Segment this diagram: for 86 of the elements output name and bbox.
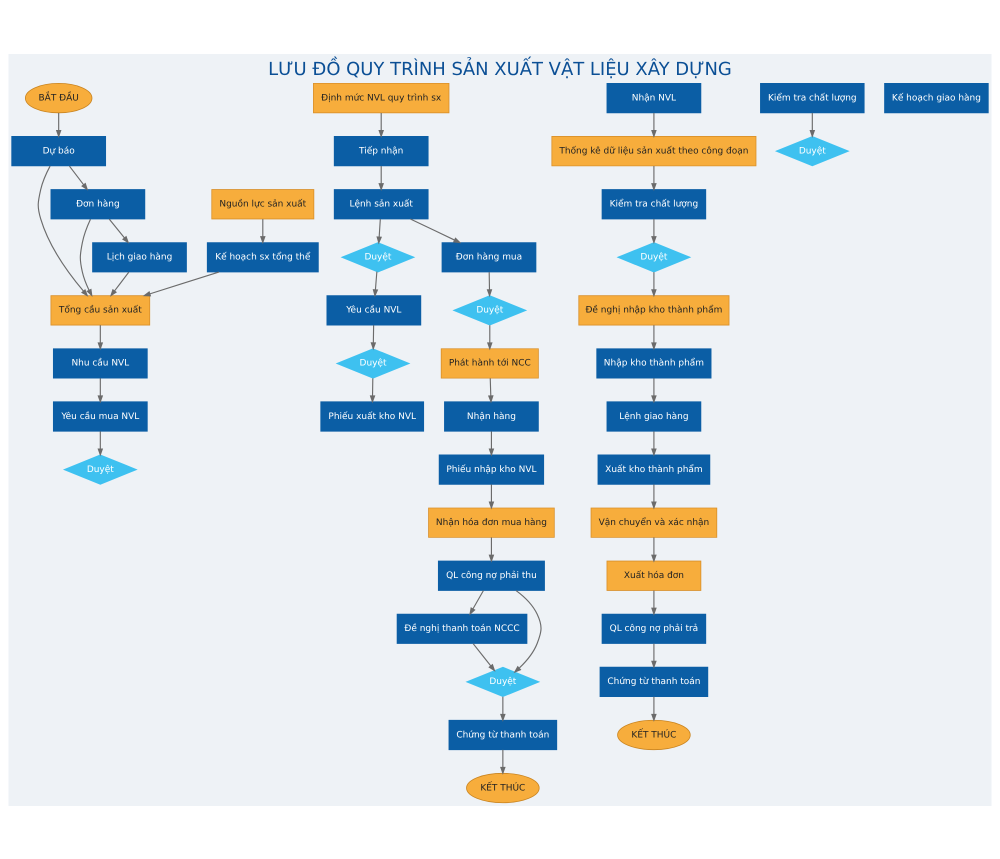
arrow <box>56 112 62 138</box>
node-box: Đề nghị thanh toán NCCC <box>396 613 528 644</box>
node-box: Kế hoạch giao hàng <box>884 82 989 113</box>
node-box: Nhận hàng <box>444 400 539 432</box>
node-box: Định mức NVL quy trình sx <box>313 82 450 113</box>
node-box: Dự báo <box>11 136 106 166</box>
arrow <box>488 537 494 562</box>
arrow <box>469 590 484 615</box>
arrow <box>651 537 657 562</box>
arrow <box>98 378 104 403</box>
arrow <box>810 112 816 138</box>
arrow <box>651 430 657 456</box>
arrow <box>651 272 657 297</box>
arrow <box>370 324 376 350</box>
node-box: Phiếu nhập kho NVL <box>438 454 544 484</box>
node-box: Đơn hàng <box>50 188 146 219</box>
node-box: Nhận hóa đơn mua hàng <box>428 507 555 538</box>
arrow <box>260 218 266 244</box>
arrow <box>651 643 657 668</box>
node-box: Đơn hàng mua <box>442 242 536 272</box>
arrow <box>38 165 88 296</box>
arrow <box>488 484 494 510</box>
arrow <box>500 749 506 774</box>
arrow <box>80 218 93 297</box>
node-box: Phiếu xuất kho NVL <box>320 400 424 432</box>
node-box: Kiểm tra chất lượng <box>760 82 865 113</box>
arrow <box>472 642 496 672</box>
arrow <box>108 218 130 244</box>
node-ellipse: BẮT ĐẦU <box>24 82 92 113</box>
arrow <box>370 378 376 403</box>
node-box: Đề nghị nhập kho thành phẩm <box>578 294 730 325</box>
arrow <box>651 484 657 510</box>
arrow <box>651 166 657 191</box>
node-box: Chứng từ thanh toán <box>600 666 708 696</box>
node-diamond: Duyệt <box>336 348 410 378</box>
arrow <box>500 696 506 722</box>
node-box: Thống kê dữ liệu sản xuất theo công đoạn <box>551 136 756 166</box>
arrow <box>486 324 493 350</box>
node-box: Tổng cầu sản xuất <box>50 294 150 325</box>
arrow <box>372 271 378 297</box>
node-ellipse: KẾT THÚC <box>617 719 691 750</box>
arrow <box>378 112 384 138</box>
node-box: Kiểm tra chất lượng <box>602 188 706 219</box>
arrow <box>488 430 494 456</box>
arrow <box>410 218 462 243</box>
diagram-title: LƯU ĐỒ QUY TRÌNH SẢN XUẤT VẬT LIỆU XÂY DỰNG <box>268 58 732 80</box>
node-box: Vận chuyển và xác nhận <box>590 507 718 538</box>
node-box: Yêu cầu NVL <box>326 294 422 325</box>
node-diamond: Duyệt <box>616 242 692 272</box>
node-box: Tiếp nhận <box>334 136 429 166</box>
arrow <box>651 590 657 616</box>
arrow <box>651 112 657 138</box>
node-box: QL công nợ phải thu <box>438 560 545 590</box>
arrow <box>488 378 494 403</box>
node-box: Lệnh sản xuất <box>334 188 429 219</box>
arrow <box>378 166 384 191</box>
node-box: Xuất kho thành phẩm <box>598 454 710 484</box>
arrow <box>110 271 130 296</box>
node-box: Xuất hóa đơn <box>606 560 702 590</box>
arrow <box>68 165 88 190</box>
arrow <box>376 218 382 244</box>
node-box: Phát hành tới NCC <box>440 348 539 378</box>
arrow <box>142 271 219 296</box>
node-box: QL công nợ phải trả <box>602 613 706 644</box>
node-box: Kế hoạch sx tổng thể <box>206 242 319 272</box>
arrow <box>651 378 657 403</box>
node-diamond: Duyệt <box>452 294 528 326</box>
node-box: Lịch giao hàng <box>92 242 187 272</box>
node-box: Chứng từ thanh toán <box>448 719 558 750</box>
arrow <box>98 430 104 456</box>
arrow <box>486 272 492 297</box>
node-diamond: Duyệt <box>340 242 416 272</box>
node-box: Nhu cầu NVL <box>52 348 148 378</box>
arrow <box>651 324 657 350</box>
arrow <box>98 324 104 350</box>
node-box: Nguồn lực sản xuất <box>211 188 314 219</box>
arrow <box>651 218 657 244</box>
node-ellipse: KẾT THÚC <box>466 772 540 803</box>
node-diamond: Duyệt <box>62 454 138 484</box>
arrow <box>514 590 542 673</box>
node-box: Nhập kho thành phẩm <box>596 348 712 378</box>
node-diamond: Duyệt <box>774 136 850 166</box>
node-box: Yêu cầu mua NVL <box>52 400 148 432</box>
node-box: Lệnh giao hàng <box>606 400 702 432</box>
arrow <box>651 696 657 722</box>
node-box: Nhận NVL <box>606 82 702 113</box>
